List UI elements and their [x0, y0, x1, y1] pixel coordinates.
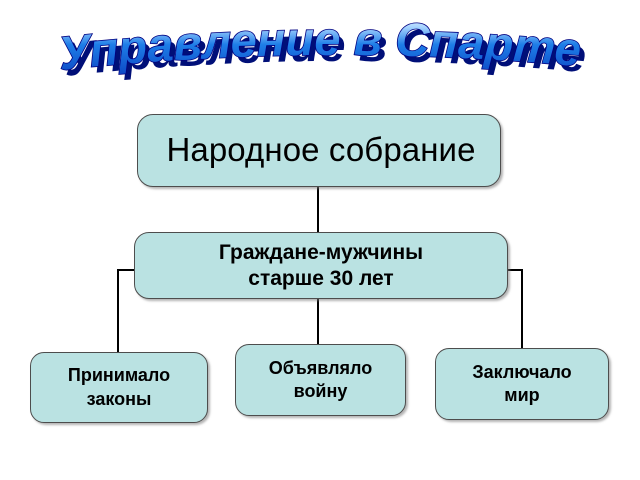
node-passed-laws[interactable]: Принимало законы	[30, 352, 208, 423]
node-people-assembly[interactable]: Народное собрание	[137, 114, 501, 187]
connector-citizens-to-war	[317, 298, 319, 345]
connector-citizens-to-laws-vertical	[117, 269, 119, 353]
node-label-citizens: Граждане-мужчины старше 30 лет	[135, 240, 507, 291]
connector-citizens-to-peace-vertical	[521, 269, 523, 349]
node-label-assembly: Народное собрание	[166, 131, 476, 169]
node-label-war: Объявляло войну	[236, 357, 405, 403]
wordart-title-graphic: Управление в Спарте Управление в Спарте	[55, 11, 588, 86]
node-label-citizens-line1: Граждане-мужчины	[218, 240, 424, 264]
slide-title: Управление в Спарте Управление в Спарте	[0, 8, 640, 88]
connector-assembly-to-citizens	[317, 187, 319, 233]
node-label-laws: Принимало законы	[31, 364, 207, 410]
node-label-war-line2: войну	[293, 381, 348, 401]
node-male-citizens[interactable]: Граждане-мужчины старше 30 лет	[134, 232, 508, 299]
node-label-war-line1: Объявляло	[268, 357, 373, 378]
node-label-peace-line1: Заключало	[472, 361, 572, 382]
wordart-title-shadow: Управление в Спарте	[61, 18, 588, 86]
node-label-laws-line2: законы	[86, 388, 152, 409]
node-label-citizens-line2: старше 30 лет	[248, 266, 394, 290]
node-label-laws-line1: Принимало	[67, 365, 171, 386]
node-declared-war[interactable]: Объявляло войну	[235, 344, 406, 416]
node-label-peace-line2: мир	[504, 385, 540, 405]
wordart-title-face: Управление в Спарте	[56, 12, 583, 80]
node-concluded-peace[interactable]: Заключало мир	[435, 348, 609, 420]
connector-citizens-to-peace-horizontal	[507, 269, 523, 271]
connector-citizens-to-laws-horizontal	[117, 269, 135, 271]
node-label-peace: Заключало мир	[436, 361, 608, 407]
